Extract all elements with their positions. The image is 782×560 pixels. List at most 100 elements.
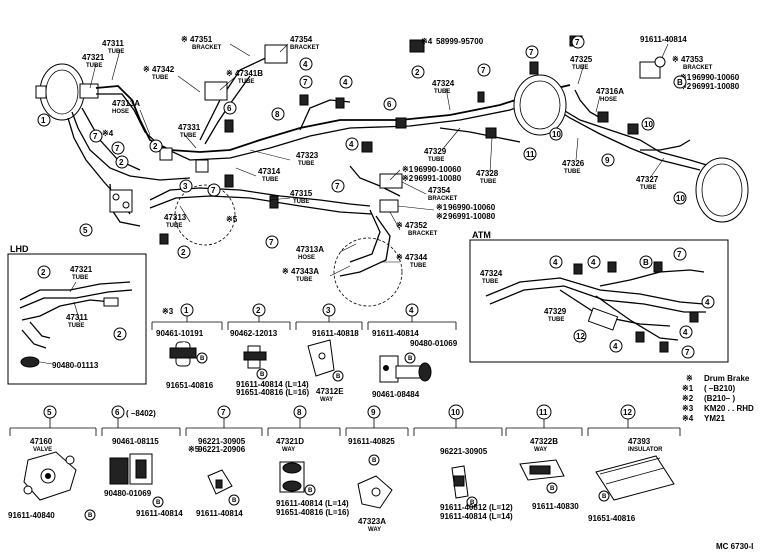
index-circles: 1 7 7 2 2 3 7 5 2 6 8 4 7 4 4 7 7 6 2 7 … xyxy=(37,35,687,259)
svg-text:7: 7 xyxy=(677,250,682,259)
row1-c4-num: 4 xyxy=(409,306,414,315)
lhd-inset: LHD 2 2 47321 TUBE 47311 TUBE 90480-0111… xyxy=(7,244,147,385)
svg-text:B: B xyxy=(308,488,313,494)
svg-text:12: 12 xyxy=(576,332,585,341)
legend: ※ Drum Brake ※1 ( –B210) ※2 (B210– ) ※3 … xyxy=(682,374,754,423)
row2-c6-p1: 90480-01069 xyxy=(104,489,152,498)
lhd-label-90480: 90480-01113 xyxy=(52,361,99,370)
svg-text:7: 7 xyxy=(481,66,486,75)
row2-c9-p0: 91611-40825 xyxy=(348,437,395,446)
row1-c1-p0: 90461-10191 xyxy=(156,329,204,338)
label-96991-b: 96991-10080 xyxy=(448,212,496,221)
row2-c7-p0: 96221-30905 xyxy=(198,437,246,446)
svg-text:TUBE: TUBE xyxy=(293,199,309,205)
detail-row-1: ※3 1 2 3 4 B 90461-10191 91651-40816 B 9… xyxy=(151,303,458,403)
label-47353: 47353 xyxy=(681,55,704,64)
row2-c12-p2: 91651-40816 xyxy=(588,514,636,523)
svg-text:2: 2 xyxy=(181,248,186,257)
label-47329: 47329 xyxy=(424,147,447,156)
svg-text:WAY: WAY xyxy=(320,397,333,403)
label-58999: 58999-95700 xyxy=(436,37,484,46)
row2-c12-num: 12 xyxy=(623,408,632,417)
svg-text:5: 5 xyxy=(83,226,88,235)
label-96991-a-mark: ※2 xyxy=(402,174,414,183)
row2-c7-num: 7 xyxy=(221,408,226,417)
atm-label-47329: 47329 xyxy=(544,307,567,316)
svg-text:6: 6 xyxy=(387,100,392,109)
svg-text:TUBE: TUBE xyxy=(434,89,450,95)
svg-text:TUBE: TUBE xyxy=(262,177,278,183)
svg-text:B: B xyxy=(232,498,237,504)
svg-text:VALVE: VALVE xyxy=(33,447,52,453)
svg-text:B: B xyxy=(602,494,607,500)
row2-c8-p3: 91651-40816 (L=16) xyxy=(276,508,350,517)
svg-text:HOSE: HOSE xyxy=(298,255,315,261)
svg-text:11: 11 xyxy=(526,150,535,159)
legend-mark-0: ※ xyxy=(686,374,693,383)
svg-text:BRACKET: BRACKET xyxy=(683,65,713,71)
svg-text:TUBE: TUBE xyxy=(180,133,196,139)
lhd-label-47311: 47311 xyxy=(66,313,88,322)
svg-text:2: 2 xyxy=(119,158,124,167)
svg-text:4: 4 xyxy=(683,328,688,337)
svg-text:TUBE: TUBE xyxy=(68,323,84,329)
row2-c5-p2: 91611-40840 xyxy=(8,511,55,520)
svg-text:BRACKET: BRACKET xyxy=(408,231,438,237)
svg-text:WAY: WAY xyxy=(368,527,381,533)
svg-text:7: 7 xyxy=(269,238,274,247)
label-47341b: 47341B xyxy=(235,69,263,78)
legend-mark-1: ※1 xyxy=(682,384,694,393)
label-47313a-2: 47313A xyxy=(296,245,324,254)
svg-text:B: B xyxy=(643,258,649,267)
svg-text:4: 4 xyxy=(349,140,354,149)
legend-mark-2: ※2 xyxy=(682,394,694,403)
label-s4-mark: ※4 xyxy=(102,129,114,138)
svg-text:1: 1 xyxy=(41,116,46,125)
svg-text:B: B xyxy=(260,372,265,378)
label-47327: 47327 xyxy=(636,175,659,184)
svg-text:TUBE: TUBE xyxy=(108,49,124,55)
svg-text:B: B xyxy=(336,374,341,380)
svg-text:BRACKET: BRACKET xyxy=(428,196,458,202)
figure-code: MC 6730-I xyxy=(716,542,753,551)
svg-text:TUBE: TUBE xyxy=(564,169,580,175)
atm-title: ATM xyxy=(472,230,491,240)
svg-text:WAY: WAY xyxy=(534,447,547,453)
legend-mark-4: ※4 xyxy=(682,414,694,423)
atm-inset: ATM 4 4 B 7 4 4 7 4 12 47324 TUBE 47329 … xyxy=(469,230,729,363)
row2-c6-range: ( –8402) xyxy=(126,409,156,418)
label-47323: 47323 xyxy=(296,151,319,160)
label-47342-mark: ※ xyxy=(143,65,150,74)
row1-c2-p1: 91611-40814 (L=14) xyxy=(236,380,309,389)
label-96991-b-mark: ※2 xyxy=(436,212,448,221)
label-96991-a: 96991-10080 xyxy=(414,174,462,183)
label-96990-b-mark: ※1 xyxy=(436,203,448,212)
label-47314: 47314 xyxy=(258,167,281,176)
label-47353-mark: ※ xyxy=(672,55,679,64)
label-47321: 47321 xyxy=(82,53,105,62)
legend-text-1: ( –B210) xyxy=(704,384,735,393)
svg-text:4: 4 xyxy=(613,342,618,351)
legend-mark-3: ※3 xyxy=(682,404,694,413)
svg-text:TUBE: TUBE xyxy=(86,63,102,69)
label-47326: 47326 xyxy=(562,159,585,168)
row2-c11-p0: 47322B xyxy=(530,437,558,446)
row1-c1-num: 1 xyxy=(184,306,189,315)
svg-text:TUBE: TUBE xyxy=(480,179,496,185)
svg-text:7: 7 xyxy=(211,186,216,195)
label-47344-mark: ※ xyxy=(396,253,403,262)
row2-c7-p2: 91611-40814 xyxy=(196,509,243,518)
label-47351: 47351 xyxy=(190,35,213,44)
detail-row-2: 5 6 ( –8402) 7 8 9 10 11 12 47160 VALVE … xyxy=(8,404,681,533)
row2-c10-p2: 91611-40814 (L=14) xyxy=(440,512,513,521)
row2-c10-p1: 91611-40812 (L=12) xyxy=(440,503,513,512)
row2-c5-num: 5 xyxy=(47,408,52,417)
main-labels: 47311 TUBE 47321 TUBE ※ 47351 BRACKET 47… xyxy=(82,35,740,283)
svg-text:TUBE: TUBE xyxy=(572,65,588,71)
svg-text:TUBE: TUBE xyxy=(548,317,564,323)
svg-text:8: 8 xyxy=(275,110,280,119)
svg-text:4: 4 xyxy=(705,298,710,307)
svg-text:7: 7 xyxy=(335,182,340,191)
row1-s3: ※3 xyxy=(162,307,174,316)
svg-text:9: 9 xyxy=(605,156,610,165)
